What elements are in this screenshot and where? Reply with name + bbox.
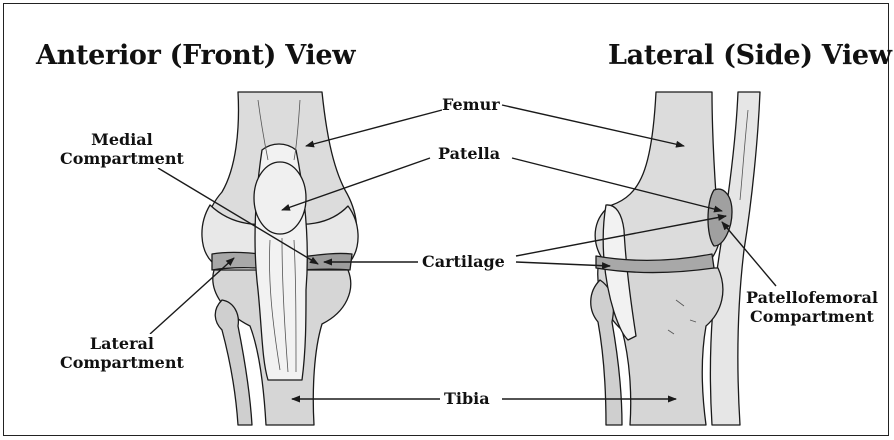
lateral-knee-drawing	[591, 92, 760, 425]
patellofemoral-compartment-label: Patellofemoral Compartment	[746, 288, 878, 326]
tibia-label: Tibia	[444, 389, 490, 408]
lateral-compartment-line2: Compartment	[60, 353, 184, 372]
medial-compartment-label: Medial Compartment	[60, 130, 184, 168]
lateral-compartment-line1: Lateral	[60, 334, 184, 353]
patellofemoral-compartment-line1: Patellofemoral	[746, 288, 878, 307]
anterior-view-title: Anterior (Front) View	[36, 40, 355, 71]
anterior-knee-drawing	[202, 92, 358, 425]
medial-compartment-line2: Compartment	[60, 149, 184, 168]
lateral-view-title: Lateral (Side) View	[608, 40, 892, 71]
anterior-patella	[254, 162, 306, 234]
femur-label: Femur	[442, 95, 500, 114]
lateral-compartment-label: Lateral Compartment	[60, 334, 184, 372]
medial-compartment-line1: Medial	[60, 130, 184, 149]
patellofemoral-compartment-line2: Compartment	[746, 307, 878, 326]
patella-label: Patella	[438, 144, 500, 163]
cartilage-label: Cartilage	[422, 252, 505, 271]
